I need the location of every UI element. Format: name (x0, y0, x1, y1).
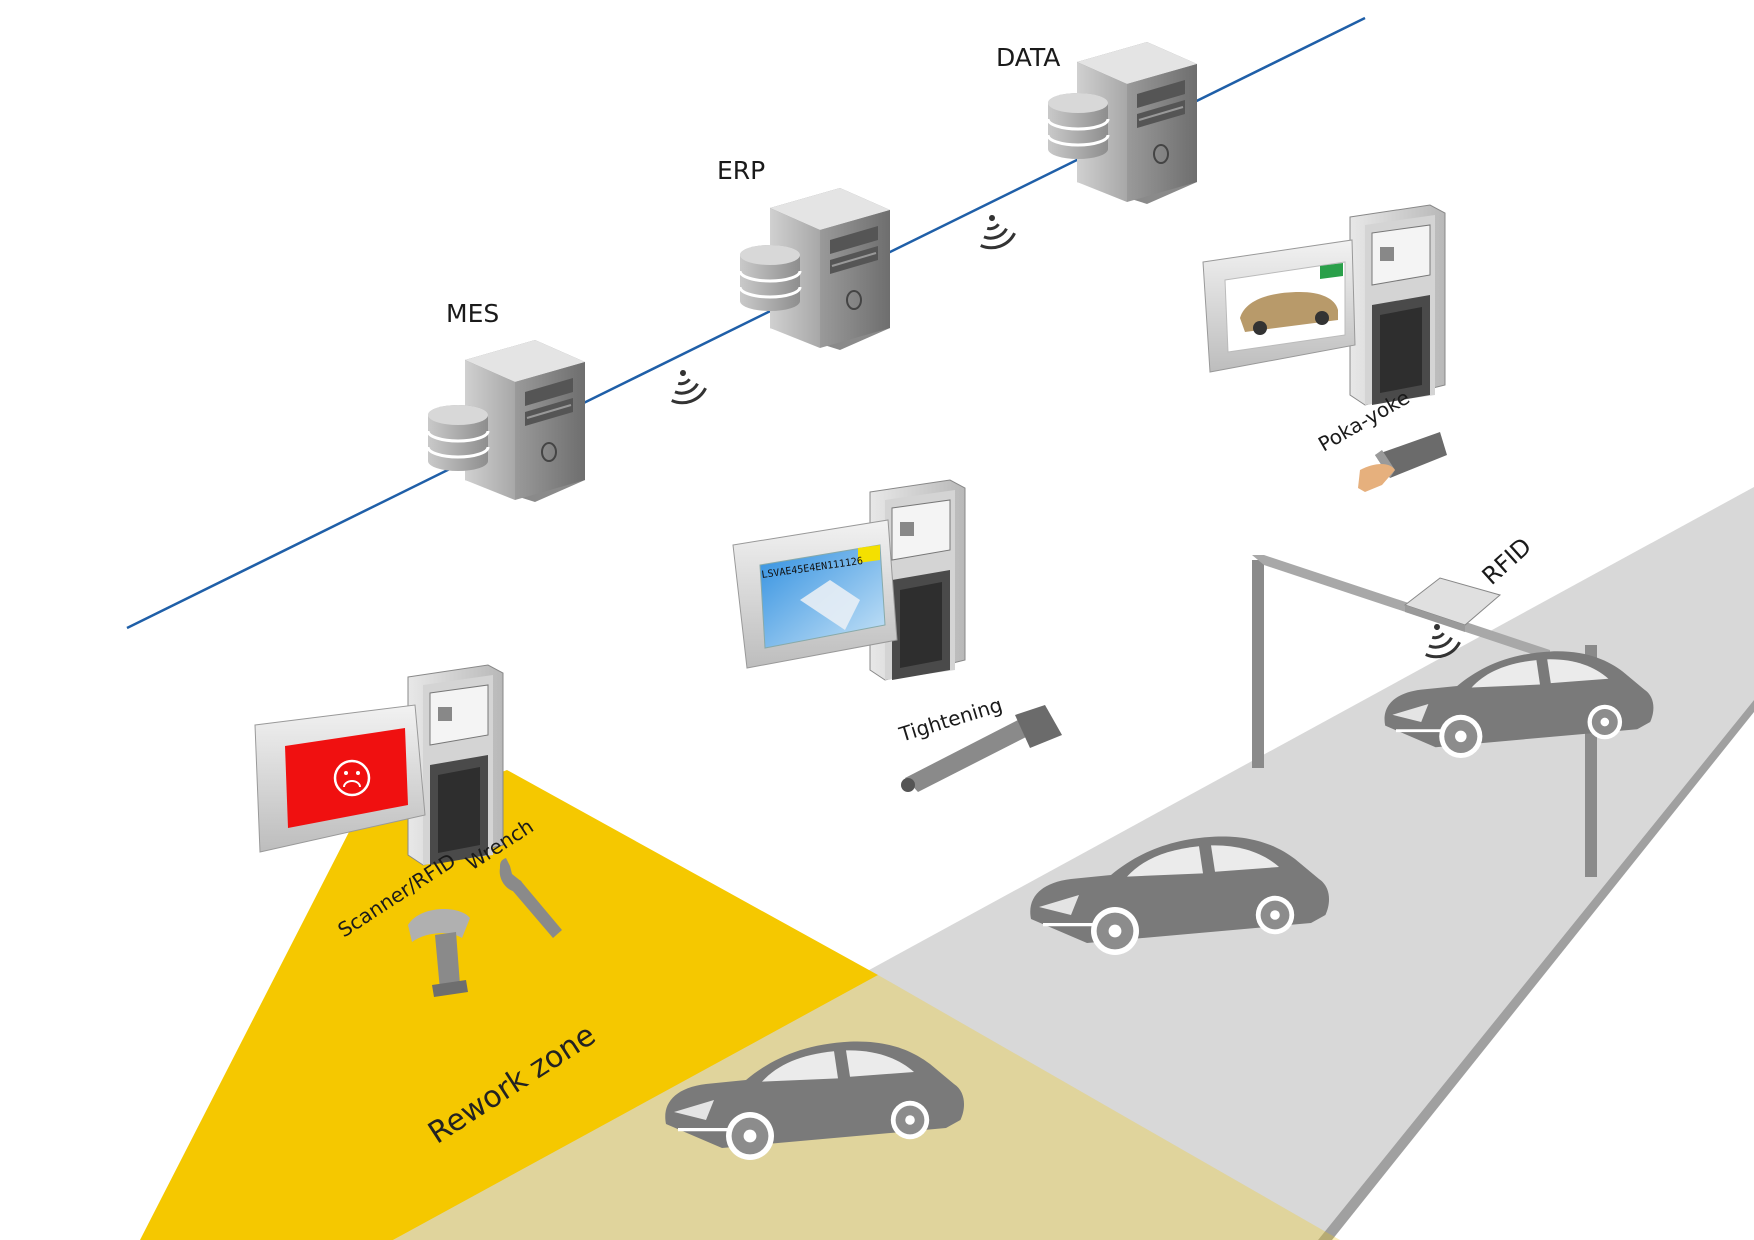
rfid-antenna-icon (1403, 577, 1502, 632)
terminal-center: LSVAE45E4EN111126 (732, 479, 966, 681)
error-screen (285, 728, 408, 828)
scanner-icon (408, 908, 470, 997)
mes-database-icon (426, 403, 490, 473)
terminal-left (254, 664, 504, 866)
wifi-icon (970, 208, 1019, 254)
tightening-tool-icon (901, 705, 1062, 792)
data-database-icon (1046, 91, 1110, 161)
conveyor-edge (1318, 700, 1754, 1240)
wifi-icon (661, 363, 710, 409)
terminal-top-right (1202, 204, 1446, 406)
rework-zone (140, 770, 878, 1240)
erp-label: ERP (717, 156, 766, 185)
poka-yoke-icon (1358, 432, 1447, 492)
data-label: DATA (996, 43, 1061, 72)
erp-database-icon (738, 243, 802, 313)
mes-label: MES (446, 299, 500, 328)
wrench-icon (499, 858, 562, 938)
